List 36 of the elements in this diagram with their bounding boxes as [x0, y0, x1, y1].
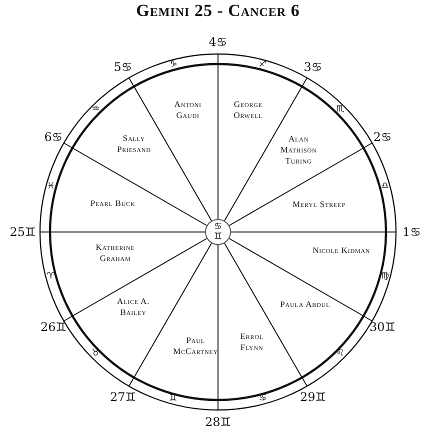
- zodiac-glyph: ♍: [381, 272, 390, 282]
- person-name: Antoni Gaudi: [173, 99, 202, 122]
- cusp-degree-label: 30♊: [370, 321, 396, 333]
- zodiac-glyph: ♋: [214, 222, 222, 232]
- center-circle: [205, 219, 231, 245]
- zodiac-glyph: ♎: [381, 182, 390, 192]
- zodiac-glyph: ♑: [169, 60, 178, 70]
- cusp-degree-label: 5♋: [114, 61, 132, 74]
- cusp-degree-label: 1♋: [402, 226, 421, 238]
- person-name: Alan Mathison Turing: [279, 134, 318, 167]
- cusp-degree-label: 27♊: [110, 390, 136, 403]
- cusp-degree-label: 6♋: [44, 131, 63, 143]
- cusp-degree-label: 3♋: [304, 61, 322, 74]
- person-name: George Orwell: [232, 99, 264, 122]
- person-name: Paula Abdul: [280, 298, 330, 310]
- cusp-degree-label: 2♋: [373, 131, 392, 143]
- person-name: Pearl Buck: [90, 198, 136, 209]
- zodiac-glyph: ♒: [92, 105, 100, 114]
- person-name: Alice A. Bailey: [116, 296, 151, 318]
- cusp-degree-label: 28♊: [204, 416, 232, 428]
- cusp-degree-label: 26♊: [40, 321, 66, 333]
- person-name: Nicole Kidman: [312, 245, 370, 256]
- person-name: Errol Flynn: [239, 330, 264, 353]
- zodiac-glyph: ♓: [46, 182, 55, 192]
- person-name: Paul McCartney: [172, 335, 219, 358]
- person-name: Meryl Streep: [292, 199, 346, 210]
- zodiac-glyph: ♌: [336, 350, 344, 359]
- chart-title: Gemini 25 - Cancer 6: [136, 1, 300, 21]
- person-name: Katherine Graham: [94, 242, 136, 264]
- cusp-degree-label: 4♋: [208, 36, 228, 48]
- person-name: Sally Priesand: [116, 132, 152, 155]
- cusp-degree-label: 25♊: [10, 226, 36, 238]
- zodiac-glyph: ♊: [214, 232, 222, 242]
- zodiac-glyph: ♈: [46, 272, 55, 282]
- cusp-degree-label: 29♊: [300, 390, 326, 403]
- zodiac-glyph: ♏: [336, 105, 344, 114]
